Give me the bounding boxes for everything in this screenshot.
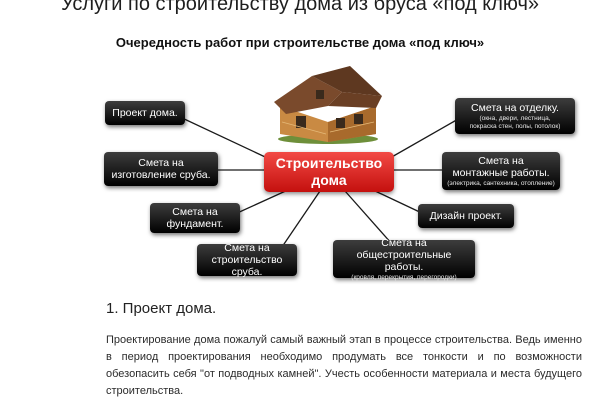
connector-line (344, 190, 393, 245)
node-finishing-estimate: Смета на отделку. (окна, двери, лестница… (455, 98, 575, 134)
connector-line (281, 190, 321, 248)
node-design-project: Дизайн проект. (418, 204, 514, 228)
page-title: Услуги по строительству дома из бруса «п… (60, 0, 540, 15)
connector-line (179, 116, 279, 164)
connector-line (382, 117, 461, 163)
node-log-frame-estimate: Смета на изготовление сруба. (104, 152, 218, 186)
node-label: Смета на монтажные работы. (452, 154, 550, 179)
section-paragraph: Проектирование дома пожалуй самый важный… (106, 334, 582, 397)
diagram-subtitle: Очередность работ при строительстве дома… (115, 35, 485, 50)
node-installation-estimate: Смета на монтажные работы. (электрика, с… (442, 152, 560, 190)
node-note: (кровля, перекрытия, перегородки) (351, 273, 457, 281)
node-label: Смета на изготовление сруба. (111, 157, 211, 181)
node-label: Смета на отделку. (471, 101, 559, 114)
center-node-house-construction: Строительство дома (264, 152, 394, 192)
section-heading: 1. Проект дома. (106, 300, 217, 317)
connector-line (372, 189, 427, 216)
connector-line (234, 188, 291, 215)
node-note: (электрика, сантехника, отопление) (447, 179, 555, 187)
house-illustration (274, 66, 382, 144)
node-label: Смета на общестроительные работы. (356, 236, 452, 273)
node-label: Смета на фундамент. (166, 206, 224, 230)
node-label: Смета на строительство сруба. (211, 242, 283, 278)
node-label: Проект дома. (112, 107, 178, 119)
node-foundation-estimate: Смета на фундамент. (150, 203, 240, 233)
node-log-frame-construction-estimate: Смета на строительство сруба. (197, 242, 297, 278)
node-house-project: Проект дома. (105, 101, 185, 125)
node-label: Дизайн проект. (429, 210, 503, 222)
node-general-construction-estimate: Смета на общестроительные работы. (кровл… (333, 236, 475, 281)
node-note: (окна, двери, лестница, покраска стен, п… (469, 114, 561, 130)
